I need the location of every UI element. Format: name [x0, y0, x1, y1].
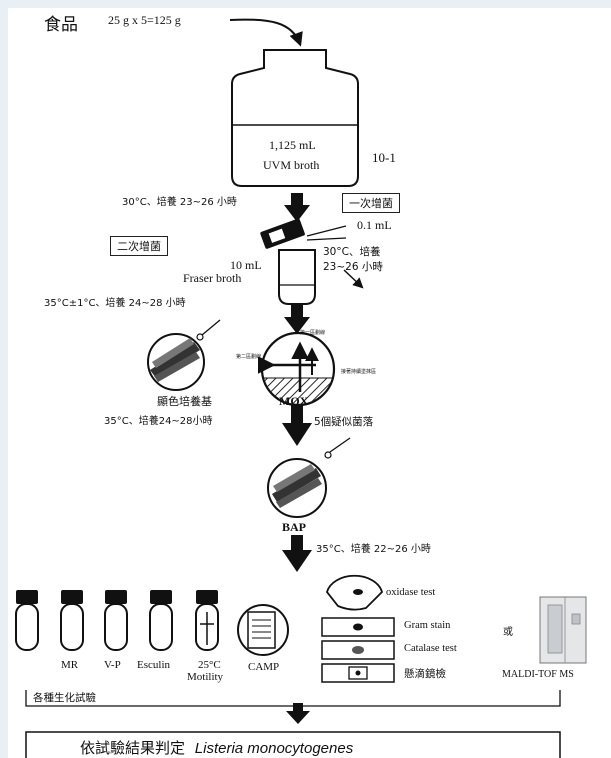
bap-plate [267, 458, 327, 518]
bap-label: BAP [282, 520, 306, 534]
step2-incubation-line2: 23~26 小時 [323, 261, 383, 273]
down-arrow-5 [286, 703, 310, 724]
mox-first-zone: 第一區劃線 [300, 330, 326, 336]
oxidase-dish [326, 574, 384, 611]
mox-continuous-zone: 接著持續塗抹區 [341, 369, 377, 375]
mox-label: MOX [279, 394, 309, 408]
test-tube-2 [60, 590, 84, 651]
bottle-volume: 1,125 mL [269, 138, 316, 152]
fraser-cap [260, 218, 305, 249]
food-amount: 25 g x 5=125 g [108, 13, 181, 27]
uvm-bottle [231, 49, 359, 187]
fraser-medium: Fraser broth [183, 271, 242, 285]
step2-incubation-line1: 30°C、培養 [323, 246, 381, 258]
secondary-enrichment-box: 二次增菌 [110, 236, 168, 256]
tube-label-vp: V-P [104, 659, 121, 671]
transfer-volume: 0.1 mL [357, 218, 392, 232]
pipette-line [306, 225, 347, 237]
tube-label-esculin: Esculin [137, 659, 170, 671]
dilution-label: 10-1 [372, 150, 396, 165]
test-tube-5 [195, 590, 219, 651]
chromogenic-incubation: 35°C、培養24~28小時 [104, 416, 213, 427]
test-tube-4 [149, 590, 173, 651]
test-tube-1 [15, 590, 39, 651]
mox-second-zone: 第二區劃線 [236, 354, 262, 360]
biochem-group-label: 各種生化試驗 [33, 692, 96, 704]
curved-arrow [229, 18, 303, 47]
tube-label-mr: MR [61, 659, 79, 671]
catalase-label: Catalase test [404, 643, 457, 654]
oxidase-label: oxidase test [386, 587, 436, 598]
mox-plate [258, 331, 336, 407]
step1-incubation: 30°C、培養 23~26 小時 [122, 197, 237, 208]
test-tube-3 [104, 590, 128, 651]
result-organism: Listeria monocytogenes [194, 740, 354, 757]
down-arrow-2 [284, 305, 310, 334]
bottle-medium: UVM broth [263, 158, 320, 172]
biochem-bracket [25, 690, 561, 707]
camp-label: CAMP [248, 661, 280, 673]
tube-label-motility: Motility [187, 671, 224, 683]
fraser-tube [278, 249, 316, 305]
maldi-label: MALDI-TOF MS [502, 669, 574, 680]
camp-plate [237, 604, 289, 656]
result-box [25, 731, 561, 758]
food-label: 食品 [44, 15, 78, 35]
result-text: 依試驗結果判定 Listeria monocytogenes [80, 737, 353, 758]
gram-label: Gram stain [404, 620, 451, 631]
bap-incubation: 35°C、培養 22~26 小時 [316, 544, 431, 555]
hanging-drop-slide [321, 663, 395, 683]
down-arrow-3 [282, 405, 312, 446]
tube-label-25c: 25°C [198, 659, 221, 671]
fraser-volume: 10 mL [230, 258, 262, 272]
result-prefix: 依試驗結果判定 [80, 739, 186, 757]
or-label: 或 [503, 627, 513, 638]
down-arrow-1 [284, 193, 310, 222]
gram-slide [321, 617, 395, 637]
down-arrow-4 [282, 535, 312, 572]
hanging-drop-label: 懸滴鏡檢 [404, 668, 446, 680]
chromogenic-label: 顯色培養基 [157, 395, 212, 408]
step2-incubation-main: 35°C±1°C、培養 24~28 小時 [44, 298, 186, 309]
side-arrow [343, 269, 364, 289]
maldi-machine-icon [539, 596, 587, 664]
primary-enrichment-box: 一次增菌 [342, 193, 400, 213]
pick-colonies-label: 5個疑似菌落 [314, 416, 374, 428]
chromogenic-plate [147, 333, 205, 391]
catalase-slide [321, 640, 395, 660]
